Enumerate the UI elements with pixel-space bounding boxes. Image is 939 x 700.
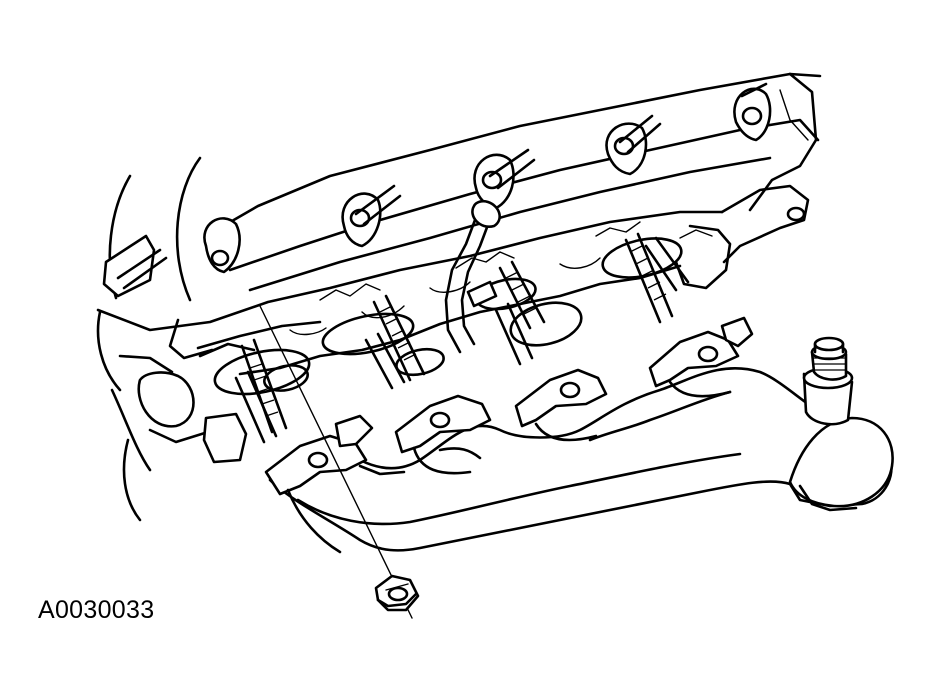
cylinder-head bbox=[96, 72, 822, 522]
exhaust-studs bbox=[234, 232, 690, 444]
manifold-nut bbox=[259, 305, 420, 619]
spark-plug-wells bbox=[102, 82, 772, 298]
outlet-fitting bbox=[788, 336, 894, 512]
exhaust-manifold bbox=[264, 316, 893, 554]
egr-tube bbox=[444, 184, 810, 354]
figure-code: A0030033 bbox=[38, 596, 155, 624]
